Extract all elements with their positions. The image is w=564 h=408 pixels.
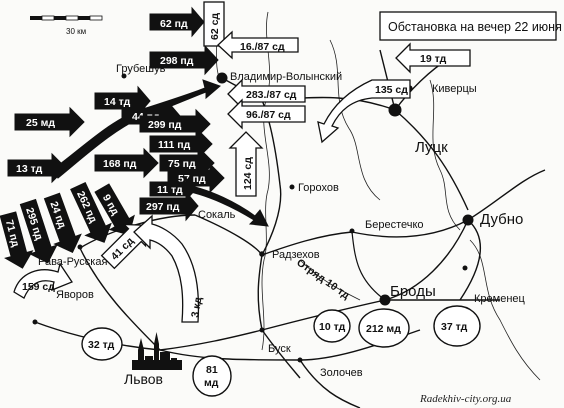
- label-62sd: 62 сд: [209, 13, 221, 40]
- label-14td: 14 тд: [104, 96, 131, 108]
- label-vladimir: Владимир-Волынский: [230, 71, 342, 83]
- arrow-16-87sd: [217, 30, 299, 60]
- label-yavorov: Яворов: [56, 289, 94, 301]
- town-dubno-marker: [462, 214, 474, 226]
- circle-81md: [192, 355, 232, 397]
- label-75pd: 75 пд: [168, 158, 196, 170]
- label-radekhov: Радзехов: [272, 249, 320, 261]
- box-62sd: 62 сд: [203, 1, 225, 47]
- label-busk: Буск: [268, 343, 291, 355]
- scale-bar: 30 км: [30, 15, 103, 36]
- arrow-24pd: 24 пд: [43, 192, 82, 254]
- town-yavorov-marker: [32, 319, 38, 325]
- label-kivertsy: Киверцы: [432, 83, 477, 95]
- map-title: Обстановка на вечер 22 июня: [388, 20, 562, 34]
- arrow-299pd: [139, 108, 211, 140]
- main-thrust-arrow: [51, 79, 221, 179]
- german-arrows: 62 пд 298 пд 14 тд 44 пд 25 мд 299 пд 11…: [0, 6, 269, 269]
- arrow-159sd: [13, 262, 73, 299]
- label-37td: 37 тд: [441, 321, 468, 333]
- label-lutsk: Луцк: [415, 139, 448, 156]
- arrow-135sd: [317, 79, 411, 144]
- arrow-168pd: [94, 147, 159, 179]
- label-212md: 212 мд: [366, 323, 401, 335]
- label-16-87sd: 16./87 сд: [240, 41, 285, 53]
- arrow-11td: [149, 176, 197, 202]
- town-kremenets-marker: [462, 265, 468, 271]
- circle-37td: [433, 305, 481, 347]
- label-3kd: 3 кд: [189, 296, 204, 319]
- arrow-298pd: [149, 44, 219, 76]
- arrow-13td: [7, 152, 67, 184]
- label-13td: 13 тд: [16, 163, 43, 175]
- label-dubno: Дубно: [480, 211, 523, 228]
- town-rava-marker: [77, 244, 83, 250]
- arrow-25md: [14, 106, 85, 138]
- town-brody-marker: [379, 294, 391, 306]
- sokal-thrust-arrow: [179, 183, 269, 227]
- circled-units: 10 тд 212 мд 37 тд 32 тд 81 мд: [81, 305, 481, 397]
- label-32td: 32 тд: [88, 339, 115, 351]
- label-berestechko: Берестечко: [365, 219, 424, 231]
- town-zolochev-marker: [297, 357, 303, 363]
- town-busk-marker: [259, 327, 265, 333]
- label-sokal: Сокаль: [198, 209, 236, 221]
- label-zolochev: Золочев: [320, 367, 363, 379]
- label-297pd: 297 пд: [146, 201, 180, 213]
- town-vladimir-marker: [216, 72, 228, 84]
- arrow-3kd: [133, 214, 200, 323]
- label-124sd: 124 сд: [242, 157, 254, 190]
- town-lutsk-marker: [388, 103, 402, 117]
- title-box: Обстановка на вечер 22 июня: [379, 11, 562, 41]
- label-96-87sd: 96./87 сд: [246, 109, 291, 121]
- label-10td: 10 тд: [319, 321, 346, 333]
- label-gorokhov: Горохов: [298, 182, 339, 194]
- label-298pd: 298 пд: [160, 55, 194, 67]
- label-19td: 19 тд: [420, 53, 447, 65]
- label-81md-num: 81: [206, 364, 218, 376]
- label-159sd: 159 сд: [22, 281, 55, 293]
- circle-10td: [313, 309, 351, 343]
- label-kremenets: Кременец: [474, 293, 526, 305]
- arrow-71pd: 71 пд: [0, 211, 34, 269]
- label-25md: 25 мд: [26, 117, 55, 129]
- town-gorokhov-marker: [289, 184, 295, 190]
- arrow-96-87sd: [227, 98, 306, 130]
- watermark: Radekhiv-city.org.ua: [419, 393, 512, 405]
- label-111pd: 111 пд: [158, 139, 191, 151]
- label-11td: 11 тд: [157, 184, 183, 196]
- town-berestechko-marker: [349, 228, 355, 234]
- soviet-arrows: 62 сд 16./87 сд 283./87 сд 96./87 сд 19 …: [13, 1, 471, 323]
- scale-label: 30 км: [66, 27, 86, 36]
- lvov-skyline-icon: [132, 332, 182, 370]
- label-283-87sd: 283./87 сд: [246, 89, 297, 101]
- town-grubeshuv-marker: [121, 73, 127, 79]
- label-299pd: 299 пд: [148, 119, 182, 131]
- label-62pd: 62 пд: [160, 18, 188, 30]
- label-otryad-10td: Отряд 10 тд: [294, 257, 352, 302]
- label-brody: Броды: [390, 283, 436, 300]
- circle-212md: [358, 308, 410, 348]
- label-168pd: 168 пд: [103, 158, 137, 170]
- label-rava: Рава-Русская: [38, 256, 107, 268]
- arrow-283-87sd: [227, 78, 306, 110]
- label-lvov: Львов: [124, 371, 163, 387]
- city-labels: Владимир-Волынский Луцк Киверцы Грубешув…: [38, 63, 526, 387]
- arrow-62pd: [149, 6, 205, 38]
- label-81md-unit: мд: [204, 377, 219, 389]
- arrow-19td: [395, 42, 471, 74]
- label-135sd: 135 сд: [375, 84, 408, 96]
- circle-32td: [81, 327, 123, 361]
- arrow-124sd: 124 сд: [228, 131, 264, 197]
- arrow-297pd: [139, 190, 199, 222]
- town-radekhov-marker: [259, 251, 265, 257]
- arrow-111pd: [149, 128, 213, 160]
